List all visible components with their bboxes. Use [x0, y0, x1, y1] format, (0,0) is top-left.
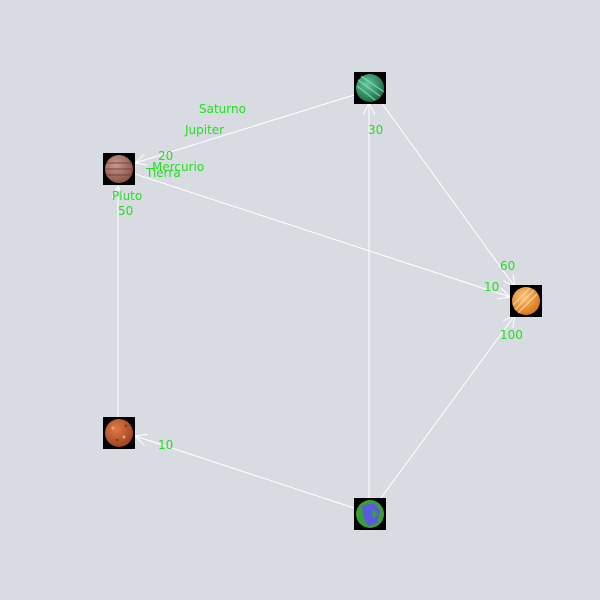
edge-earth-to-mars — [135, 436, 355, 509]
weight-earth-to-orange: 100 — [500, 328, 523, 342]
label-jupiter: Jupiter — [184, 123, 224, 137]
label-tierra: Tierra — [145, 166, 181, 180]
planet-node-mars[interactable] — [103, 417, 135, 449]
planet-node-upper-left[interactable] — [103, 153, 135, 185]
weight-earth-to-mars: 10 — [158, 438, 173, 452]
planet-node-green[interactable] — [354, 72, 386, 104]
edge-earth-to-orange — [380, 315, 515, 499]
weight-upper-left-to-orange: 10 — [484, 280, 499, 294]
weight-green-to-orange: 60 — [500, 259, 515, 273]
weight-mars-to-upper-left: 50 — [118, 204, 133, 218]
label-mercurio: Mercurio — [152, 160, 204, 174]
edge-green-to-orange — [380, 101, 515, 287]
edge-green-to-upper-left — [135, 94, 355, 163]
weight-green-to-upper-left: 20 — [158, 149, 173, 163]
edge-upper-left-to-orange — [134, 173, 510, 297]
planet-node-earth[interactable] — [354, 498, 386, 530]
planet-node-orange[interactable] — [510, 285, 542, 317]
label-pluto: Pluto — [112, 189, 142, 203]
weight-earth-to-green: 30 — [368, 123, 383, 137]
label-saturno: Saturno — [199, 102, 246, 116]
